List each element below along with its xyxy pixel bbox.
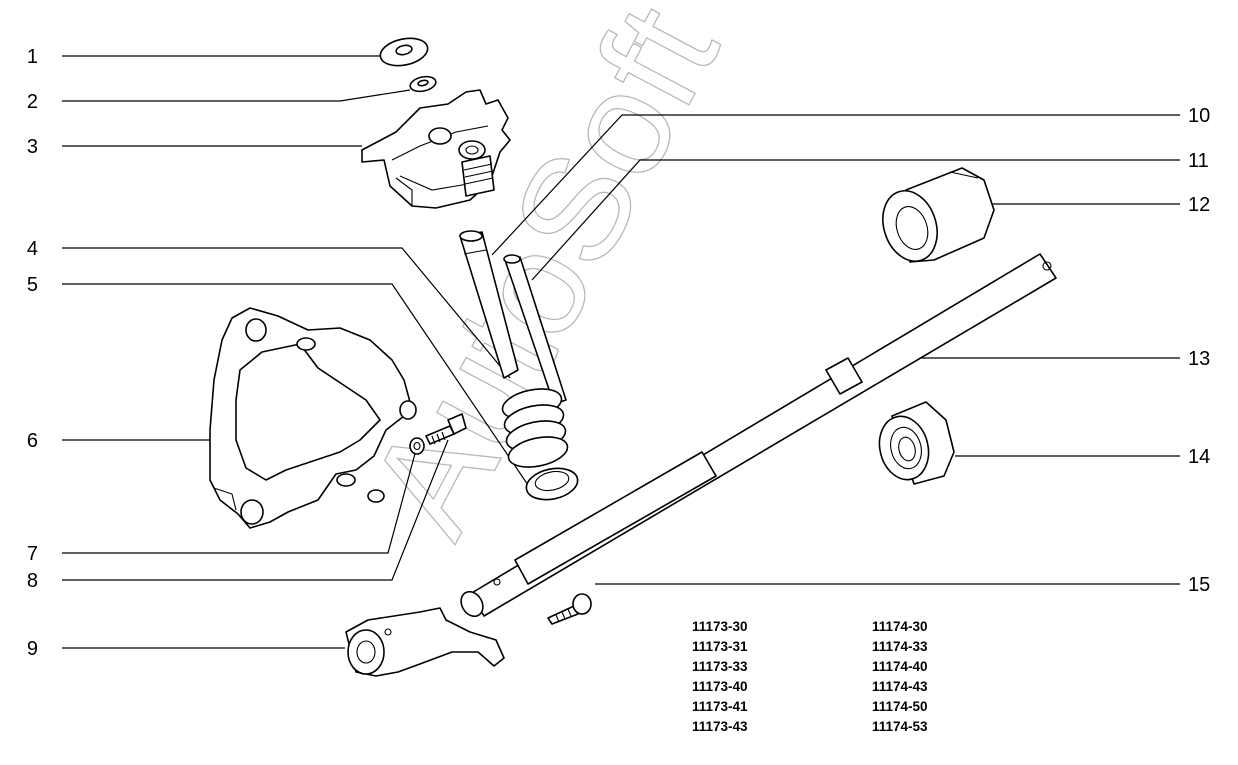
model-codes-left: 11173-30 11173-31 11173-33 11173-40 1117…: [692, 619, 748, 734]
callout-11: 11: [1188, 150, 1209, 172]
callout-13: 13: [1188, 348, 1210, 370]
part-11-rod: [503, 254, 567, 405]
callout-9: 9: [27, 638, 38, 660]
callout-1: 1: [27, 46, 38, 68]
callout-10: 10: [1188, 105, 1210, 127]
leader-10: [491, 114, 1180, 256]
part-5-seat: [525, 467, 579, 501]
code-right-3: 11174-40: [872, 659, 928, 674]
callout-5: 5: [27, 274, 38, 296]
part-14-bearing: [878, 401, 955, 485]
code-right-2: 11174-33: [872, 639, 928, 654]
leader-4: [62, 247, 511, 379]
part-9-lever: [345, 607, 505, 677]
part-1-washer: [379, 37, 429, 67]
code-right-5: 11174-50: [872, 699, 928, 714]
part-2-small-washer: [409, 75, 437, 93]
callout-numbers: 1 2 3 4 5 6 7 8 9 10 11 12 13 14 15: [27, 46, 1210, 660]
part-6-frame: [209, 307, 417, 529]
code-left-3: 11173-33: [692, 659, 748, 674]
code-left-1: 11173-30: [692, 619, 748, 634]
code-right-1: 11174-30: [872, 619, 928, 634]
code-left-5: 11173-41: [692, 699, 748, 714]
leader-lines: [62, 55, 1180, 649]
part-10-pin: [459, 230, 519, 379]
callout-3: 3: [27, 136, 38, 158]
leader-11: [531, 159, 1180, 281]
model-codes-right: 11174-30 11174-33 11174-40 11174-43 1117…: [872, 619, 928, 734]
part-13-shaft: [460, 253, 1057, 618]
callout-14: 14: [1188, 446, 1210, 468]
callout-8: 8: [27, 570, 38, 592]
part-7-bolt: [425, 413, 467, 445]
code-left-2: 11173-31: [692, 639, 748, 654]
callout-7: 7: [27, 543, 38, 565]
leader-5: [62, 283, 531, 489]
leader-8: [62, 439, 449, 581]
callout-4: 4: [27, 238, 38, 260]
part-15-screw: [547, 593, 592, 625]
callout-6: 6: [27, 430, 38, 452]
callout-2: 2: [27, 91, 38, 113]
code-left-4: 11173-40: [692, 679, 748, 694]
part-4-spring: [501, 388, 569, 468]
part-12-bushing: [882, 167, 995, 263]
part-8-lock-washer: [409, 437, 425, 455]
code-left-6: 11173-43: [692, 719, 748, 734]
callout-12: 12: [1188, 194, 1210, 216]
code-right-4: 11174-43: [872, 679, 928, 694]
part-3-bracket: [361, 89, 511, 209]
callout-15: 15: [1188, 574, 1210, 596]
leader-7: [62, 449, 417, 554]
code-right-6: 11174-53: [872, 719, 928, 734]
